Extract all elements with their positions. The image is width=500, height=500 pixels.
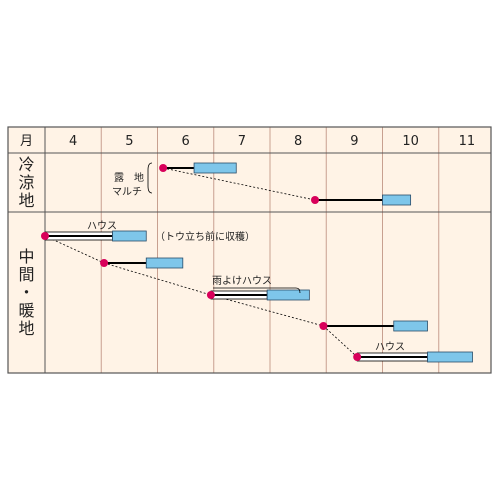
- chart-background: [8, 127, 491, 373]
- sowing-dot: [100, 259, 109, 267]
- dashed-link: [163, 167, 316, 201]
- label-bolting-note: （トウ立ち前に収穫）: [155, 230, 255, 243]
- region-label-char: 冷: [18, 155, 34, 174]
- region-label-char: ・: [18, 283, 34, 302]
- month-label-10: 10: [402, 134, 419, 149]
- chart-border: [7, 126, 492, 374]
- corner-label-month: 月: [20, 134, 33, 149]
- harvest-period-bar: [382, 194, 412, 206]
- sowing-dot: [159, 164, 168, 172]
- month-label-7: 7: [238, 134, 246, 149]
- month-header: 月 4 5 6 7 8 9 10 11: [20, 134, 475, 149]
- month-label-11: 11: [459, 134, 476, 149]
- sowing-dot: [206, 291, 215, 299]
- label-mulch: マルチ: [112, 186, 142, 198]
- harvest-period-bar: [145, 257, 184, 269]
- region-label-char: 間: [18, 265, 34, 284]
- region-label-char: 中: [18, 247, 34, 266]
- region-label-char: 地: [18, 191, 34, 210]
- month-label-4: 4: [69, 134, 77, 149]
- dashed-link: [44, 235, 105, 264]
- harvest-period-bar: [193, 162, 237, 174]
- chart-body: [8, 127, 491, 373]
- region-label-char: 涼: [18, 173, 34, 192]
- month-label-5: 5: [125, 134, 133, 149]
- month-label-9: 9: [350, 134, 358, 149]
- harvest-period-bar: [427, 351, 473, 363]
- schedule-rows: [41, 162, 473, 363]
- label-house-spring: ハウス: [87, 220, 117, 232]
- cultivation-bracket: [147, 162, 153, 194]
- label-open-field: 露 地: [114, 171, 144, 184]
- sowing-dot: [311, 196, 319, 204]
- month-label-8: 8: [294, 134, 302, 149]
- harvest-period-bar: [393, 320, 428, 332]
- sowing-dot: [353, 353, 362, 361]
- month-label-6: 6: [181, 134, 189, 149]
- dashed-link: [103, 262, 212, 296]
- rain-shelter-bracket: [213, 287, 301, 294]
- dashed-link: [210, 294, 324, 327]
- cultivation-labels: 露 地 マルチ ハウス （トウ立ち前に収穫） 雨よけハウス ハウス: [87, 171, 405, 353]
- harvest-period-bar: [266, 289, 310, 301]
- sowing-dot: [319, 322, 328, 330]
- dashed-links: [44, 167, 358, 358]
- harvest-period-bar: [112, 230, 147, 242]
- sowing-dot: [41, 232, 49, 240]
- region-label-char: 暖: [18, 301, 34, 320]
- label-house-autumn: ハウス: [375, 341, 405, 353]
- label-rain-shelter-house: 雨よけハウス: [212, 275, 272, 287]
- region-label-char: 地: [18, 319, 34, 338]
